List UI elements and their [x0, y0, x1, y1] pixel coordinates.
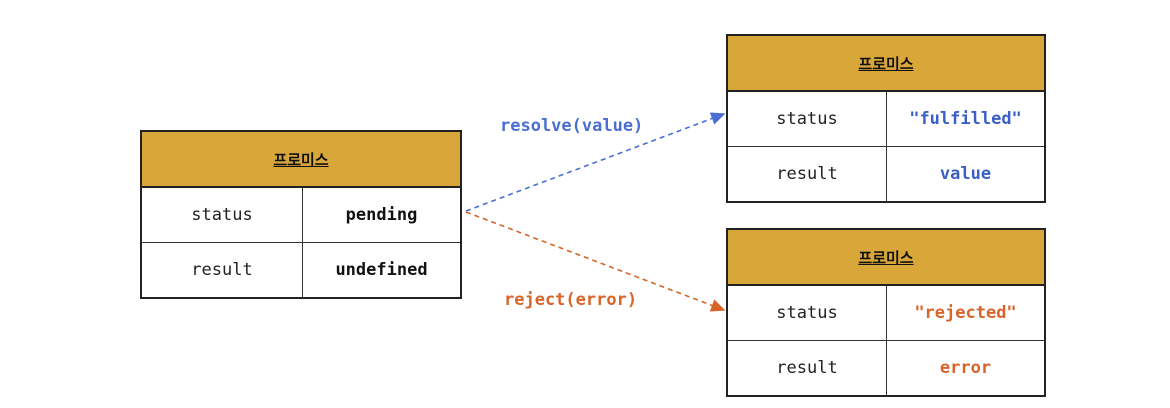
status-row: status "rejected" [728, 286, 1044, 341]
promise-fulfilled-box: 프로미스 status "fulfilled" result value [726, 34, 1046, 203]
result-key: result [728, 341, 887, 395]
promise-title: 프로미스 [728, 36, 1044, 92]
resolve-label: resolve(value) [500, 116, 644, 136]
result-key: result [142, 243, 303, 297]
reject-label: reject(error) [504, 290, 638, 310]
result-key: result [728, 147, 887, 201]
status-value: "fulfilled" [909, 109, 1022, 129]
result-row: result undefined [142, 243, 460, 297]
status-key: status [142, 188, 303, 242]
status-row: status pending [142, 188, 460, 243]
result-value: value [939, 164, 992, 184]
status-value: "rejected" [914, 303, 1017, 323]
status-row: status "fulfilled" [728, 92, 1044, 147]
promise-title: 프로미스 [142, 132, 460, 188]
result-row: result value [728, 147, 1044, 201]
status-value: pending [345, 205, 418, 225]
result-value: error [939, 358, 992, 378]
status-key: status [728, 92, 887, 146]
resolve-arrow [465, 112, 726, 212]
reject-arrow [465, 211, 726, 312]
promise-title: 프로미스 [728, 230, 1044, 286]
status-key: status [728, 286, 887, 340]
promise-pending-box: 프로미스 status pending result undefined [140, 130, 462, 299]
result-row: result error [728, 341, 1044, 395]
promise-rejected-box: 프로미스 status "rejected" result error [726, 228, 1046, 397]
result-value: undefined [335, 260, 428, 280]
